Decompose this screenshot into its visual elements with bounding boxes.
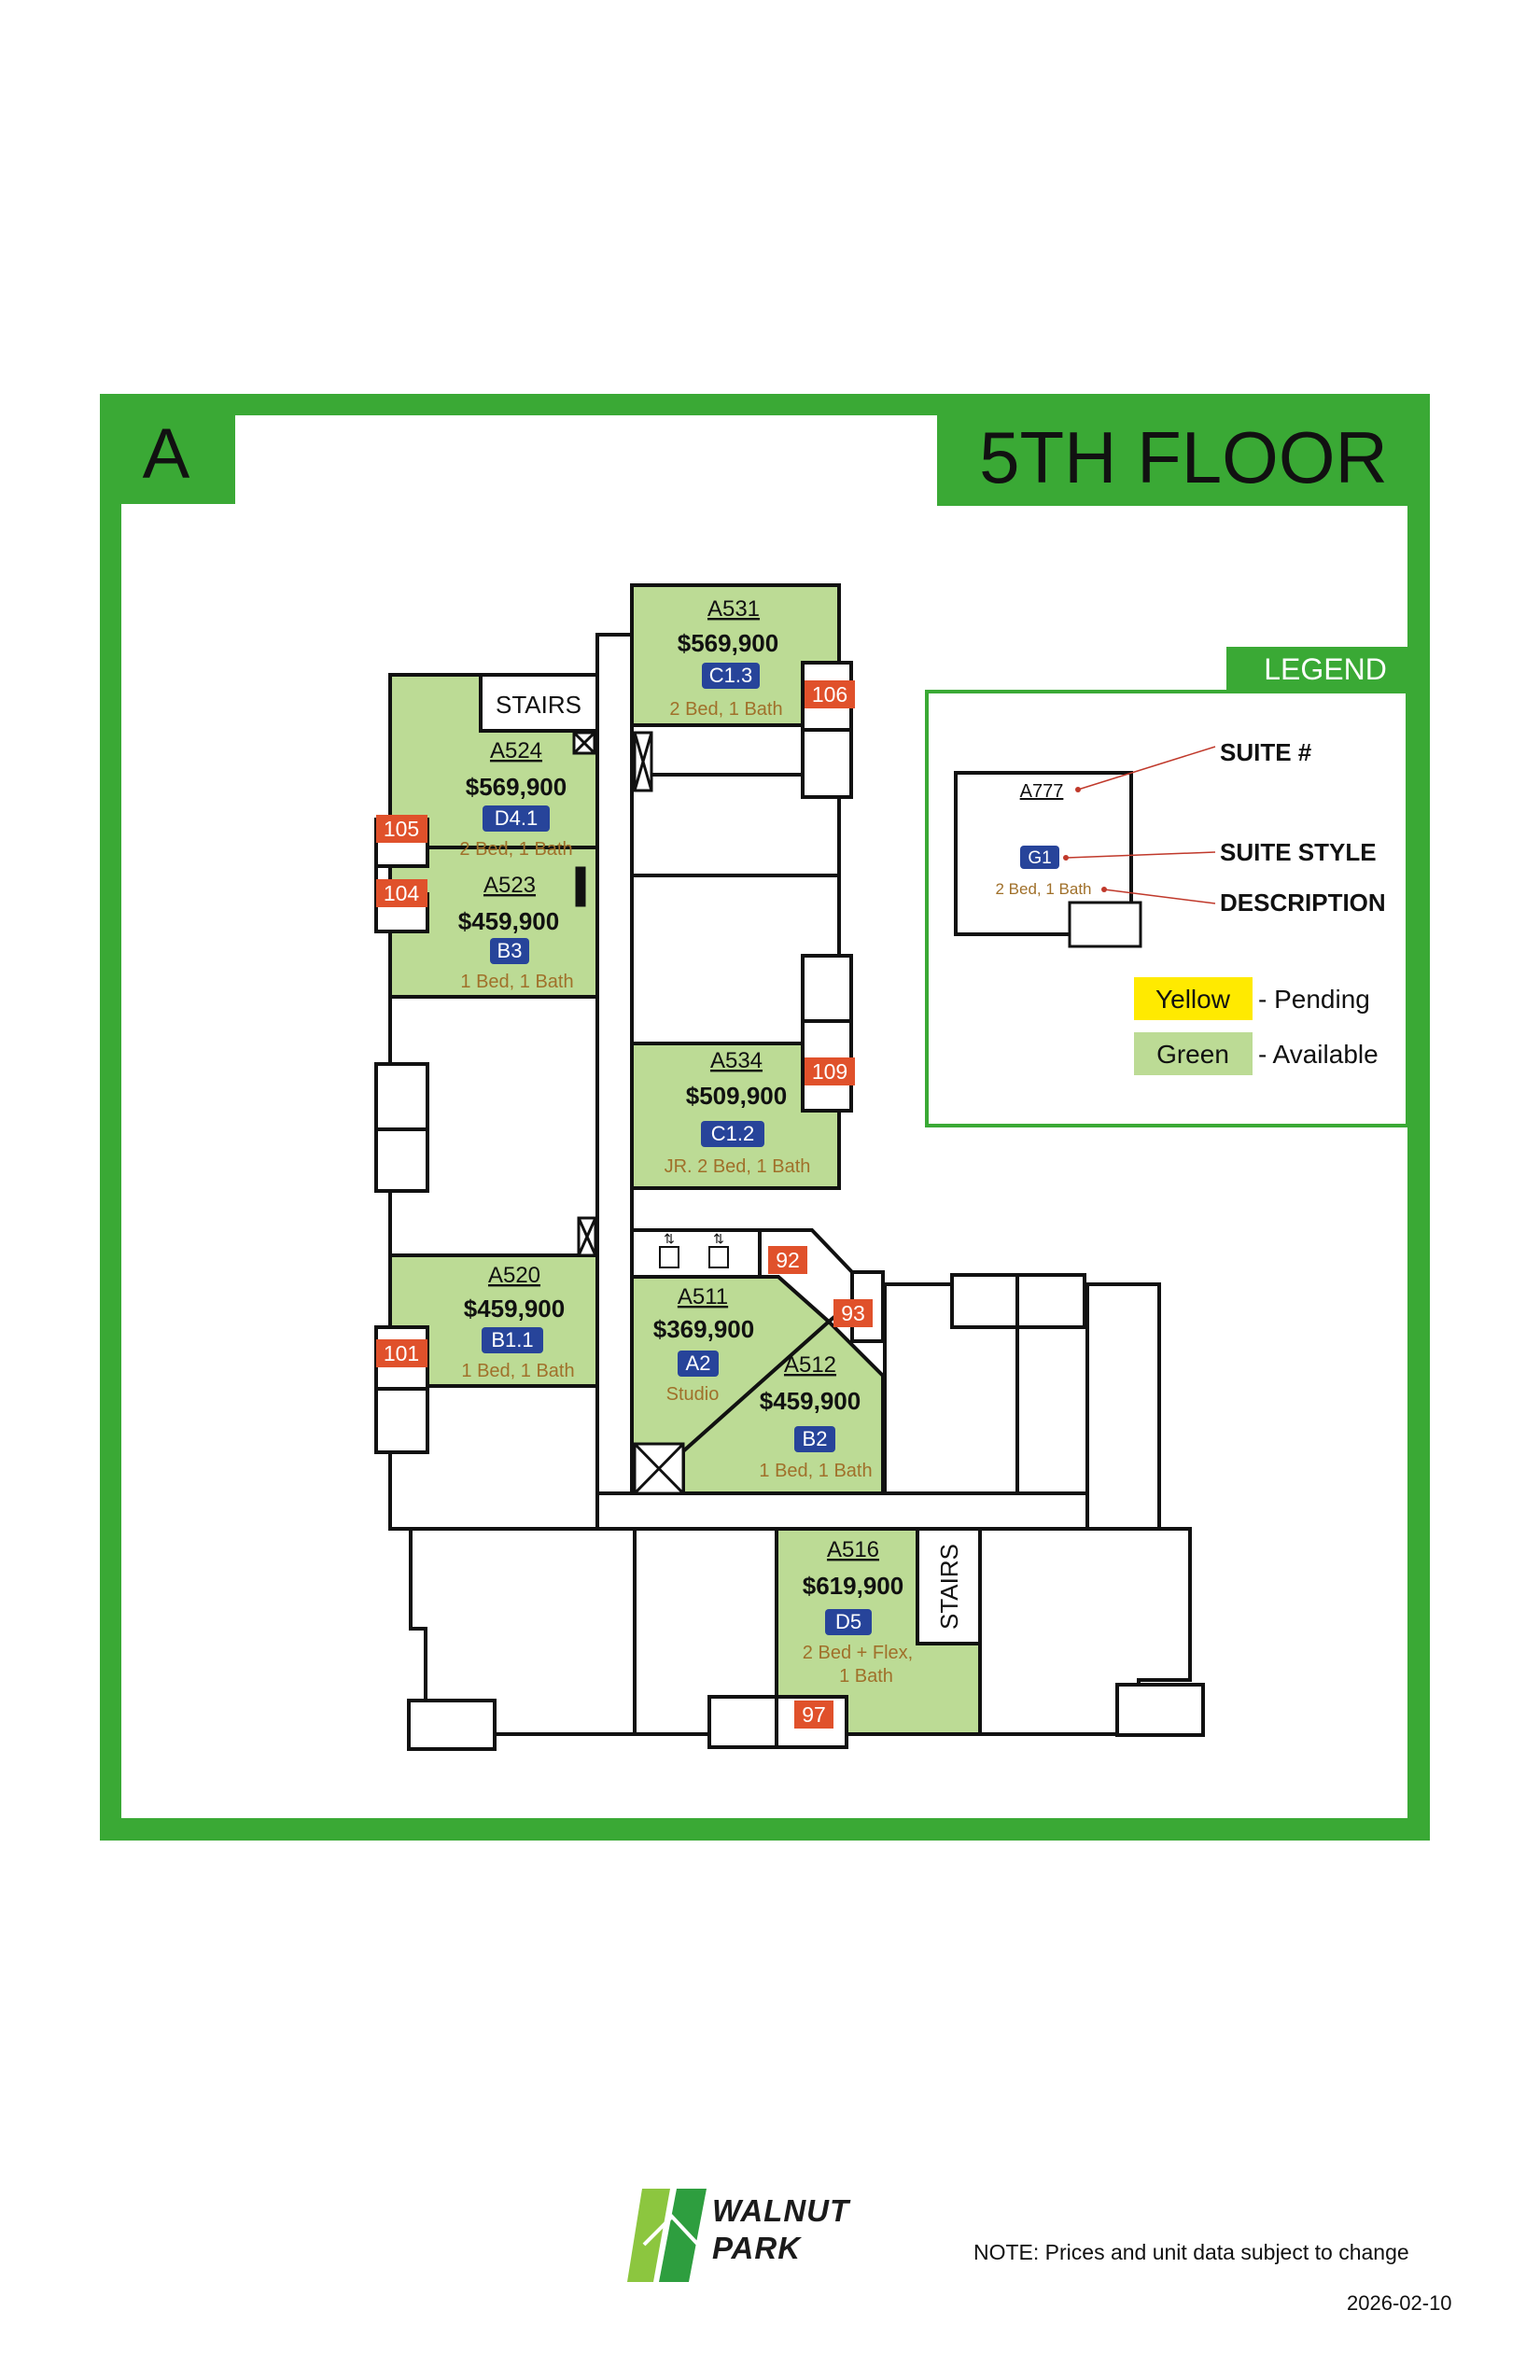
svg-text:A520: A520 <box>488 1263 540 1288</box>
unit-a520-labels: A520 $459,900 B1.1 1 Bed, 1 Bath <box>461 1263 574 1381</box>
unit-a511-labels: A511 $369,900 A2 Studio <box>653 1284 754 1405</box>
logo-text-park: PARK <box>712 2231 802 2265</box>
svg-text:1 Bed, 1 Bath: 1 Bed, 1 Bath <box>759 1461 872 1481</box>
svg-text:101: 101 <box>384 1341 419 1365</box>
suite-price: $569,900 <box>678 629 778 657</box>
parking-badge-92 <box>768 1246 807 1274</box>
stairs-label-lower: STAIRS <box>935 1544 963 1630</box>
logo-text-walnut: WALNUT <box>712 2193 850 2228</box>
walnut-park-logo <box>627 2189 707 2282</box>
legend-yellow-swatch <box>1134 977 1253 1020</box>
svg-text:D4.1: D4.1 <box>495 806 538 830</box>
unit-a512-labels: A512 $459,900 B2 1 Bed, 1 Bath <box>759 1352 872 1481</box>
date-stamp: 2026-02-10 <box>1347 2291 1452 2315</box>
legend-title-box <box>1226 647 1407 692</box>
legend-pending-label: - Pending <box>1258 985 1370 1014</box>
svg-text:$569,900: $569,900 <box>466 773 567 801</box>
parking-badge-101 <box>376 1339 427 1367</box>
legend: LEGEND A777 G1 2 Bed, 1 Bath SUITE # SUI… <box>925 647 1409 1127</box>
legend-title: LEGEND <box>1264 652 1387 686</box>
svg-text:$509,900: $509,900 <box>686 1082 787 1110</box>
legend-green-label: Green <box>1156 1040 1229 1069</box>
svg-text:$619,900: $619,900 <box>803 1572 903 1600</box>
unit-a516-labels: A516 $619,900 D5 2 Bed + Flex, 1 Bath <box>803 1537 913 1687</box>
shafts <box>572 731 685 1495</box>
suite-number: A531 <box>707 596 760 622</box>
parking-badge-106 <box>805 680 855 708</box>
svg-text:Studio: Studio <box>666 1384 720 1405</box>
svg-text:A512: A512 <box>784 1352 836 1378</box>
svg-text:1 Bed, 1 Bath: 1 Bed, 1 Bath <box>461 1361 574 1381</box>
legend-example-style: G1 <box>1028 848 1051 868</box>
svg-text:JR. 2 Bed, 1 Bath: JR. 2 Bed, 1 Bath <box>665 1156 811 1177</box>
unit-a523-labels: A523 $459,900 B3 1 Bed, 1 Bath <box>458 873 574 992</box>
svg-text:A511: A511 <box>678 1284 728 1309</box>
legend-available-label: - Available <box>1258 1040 1379 1069</box>
unit-a531[interactable] <box>630 583 841 727</box>
svg-text:A534: A534 <box>710 1048 763 1073</box>
suite-style-badge <box>702 663 760 689</box>
svg-text:92: 92 <box>776 1248 800 1272</box>
unit-a534-labels: A534 $509,900 C1.2 JR. 2 Bed, 1 Bath <box>665 1048 811 1177</box>
suite-style: C1.3 <box>709 664 752 687</box>
parking-badge-93 <box>833 1299 873 1327</box>
svg-text:2 Bed + Flex,: 2 Bed + Flex, <box>803 1643 913 1663</box>
svg-text:B1.1: B1.1 <box>491 1328 533 1351</box>
price-disclaimer: NOTE: Prices and unit data subject to ch… <box>973 2240 1409 2264</box>
legend-style-label: SUITE STYLE <box>1220 838 1377 866</box>
svg-text:⇅: ⇅ <box>664 1231 675 1246</box>
svg-text:104: 104 <box>384 881 420 905</box>
svg-text:⇅: ⇅ <box>713 1231 724 1246</box>
floor-title: 5TH FLOOR <box>979 416 1388 498</box>
svg-text:A523: A523 <box>483 873 536 898</box>
svg-text:$459,900: $459,900 <box>760 1387 861 1415</box>
legend-suite-label: SUITE # <box>1220 738 1312 766</box>
svg-text:$459,900: $459,900 <box>464 1295 565 1323</box>
svg-text:C1.2: C1.2 <box>711 1122 754 1145</box>
svg-text:B3: B3 <box>497 939 523 962</box>
unit-a531-labels: A531 $569,900 C1.3 2 Bed, 1 Bath <box>669 596 782 720</box>
svg-text:A524: A524 <box>490 738 542 763</box>
floor-title-box <box>937 415 1407 506</box>
legend-example-desc: 2 Bed, 1 Bath <box>995 880 1091 898</box>
parking-badge-97 <box>794 1701 833 1729</box>
svg-text:$369,900: $369,900 <box>653 1315 754 1343</box>
svg-text:1 Bath: 1 Bath <box>839 1666 893 1687</box>
svg-text:97: 97 <box>802 1702 826 1727</box>
svg-text:1 Bed, 1 Bath: 1 Bed, 1 Bath <box>460 972 573 992</box>
svg-text:B2: B2 <box>803 1427 828 1450</box>
svg-text:A516: A516 <box>827 1537 879 1562</box>
stairs-upper <box>479 673 599 733</box>
building-label: A <box>143 414 190 494</box>
parking-badges: 106 105 104 109 101 92 93 97 <box>376 680 873 1729</box>
svg-text:$459,900: $459,900 <box>458 907 559 935</box>
svg-text:105: 105 <box>384 817 419 841</box>
svg-text:109: 109 <box>812 1059 847 1084</box>
elevator-icon: ⇅ ⇅ <box>659 1231 729 1268</box>
parking-badge-104 <box>376 879 427 907</box>
svg-text:2 Bed, 1 Bath: 2 Bed, 1 Bath <box>459 839 572 860</box>
parking-badge-105 <box>376 815 427 843</box>
svg-text:A2: A2 <box>686 1351 711 1375</box>
stairs-label-upper: STAIRS <box>496 691 581 719</box>
svg-text:D5: D5 <box>835 1610 861 1633</box>
unit-a524-labels: A524 $569,900 D4.1 2 Bed, 1 Bath <box>459 738 572 860</box>
stairs-lower <box>916 1527 982 1645</box>
suite-desc: 2 Bed, 1 Bath <box>669 699 782 720</box>
legend-yellow-label: Yellow <box>1155 985 1231 1014</box>
svg-text:106: 106 <box>812 682 847 707</box>
legend-desc-label: DESCRIPTION <box>1220 889 1386 917</box>
parking-badge-109 <box>805 1057 855 1085</box>
legend-example-suite-number: A777 <box>1020 781 1064 802</box>
legend-green-swatch <box>1134 1032 1253 1075</box>
svg-text:93: 93 <box>841 1301 865 1325</box>
